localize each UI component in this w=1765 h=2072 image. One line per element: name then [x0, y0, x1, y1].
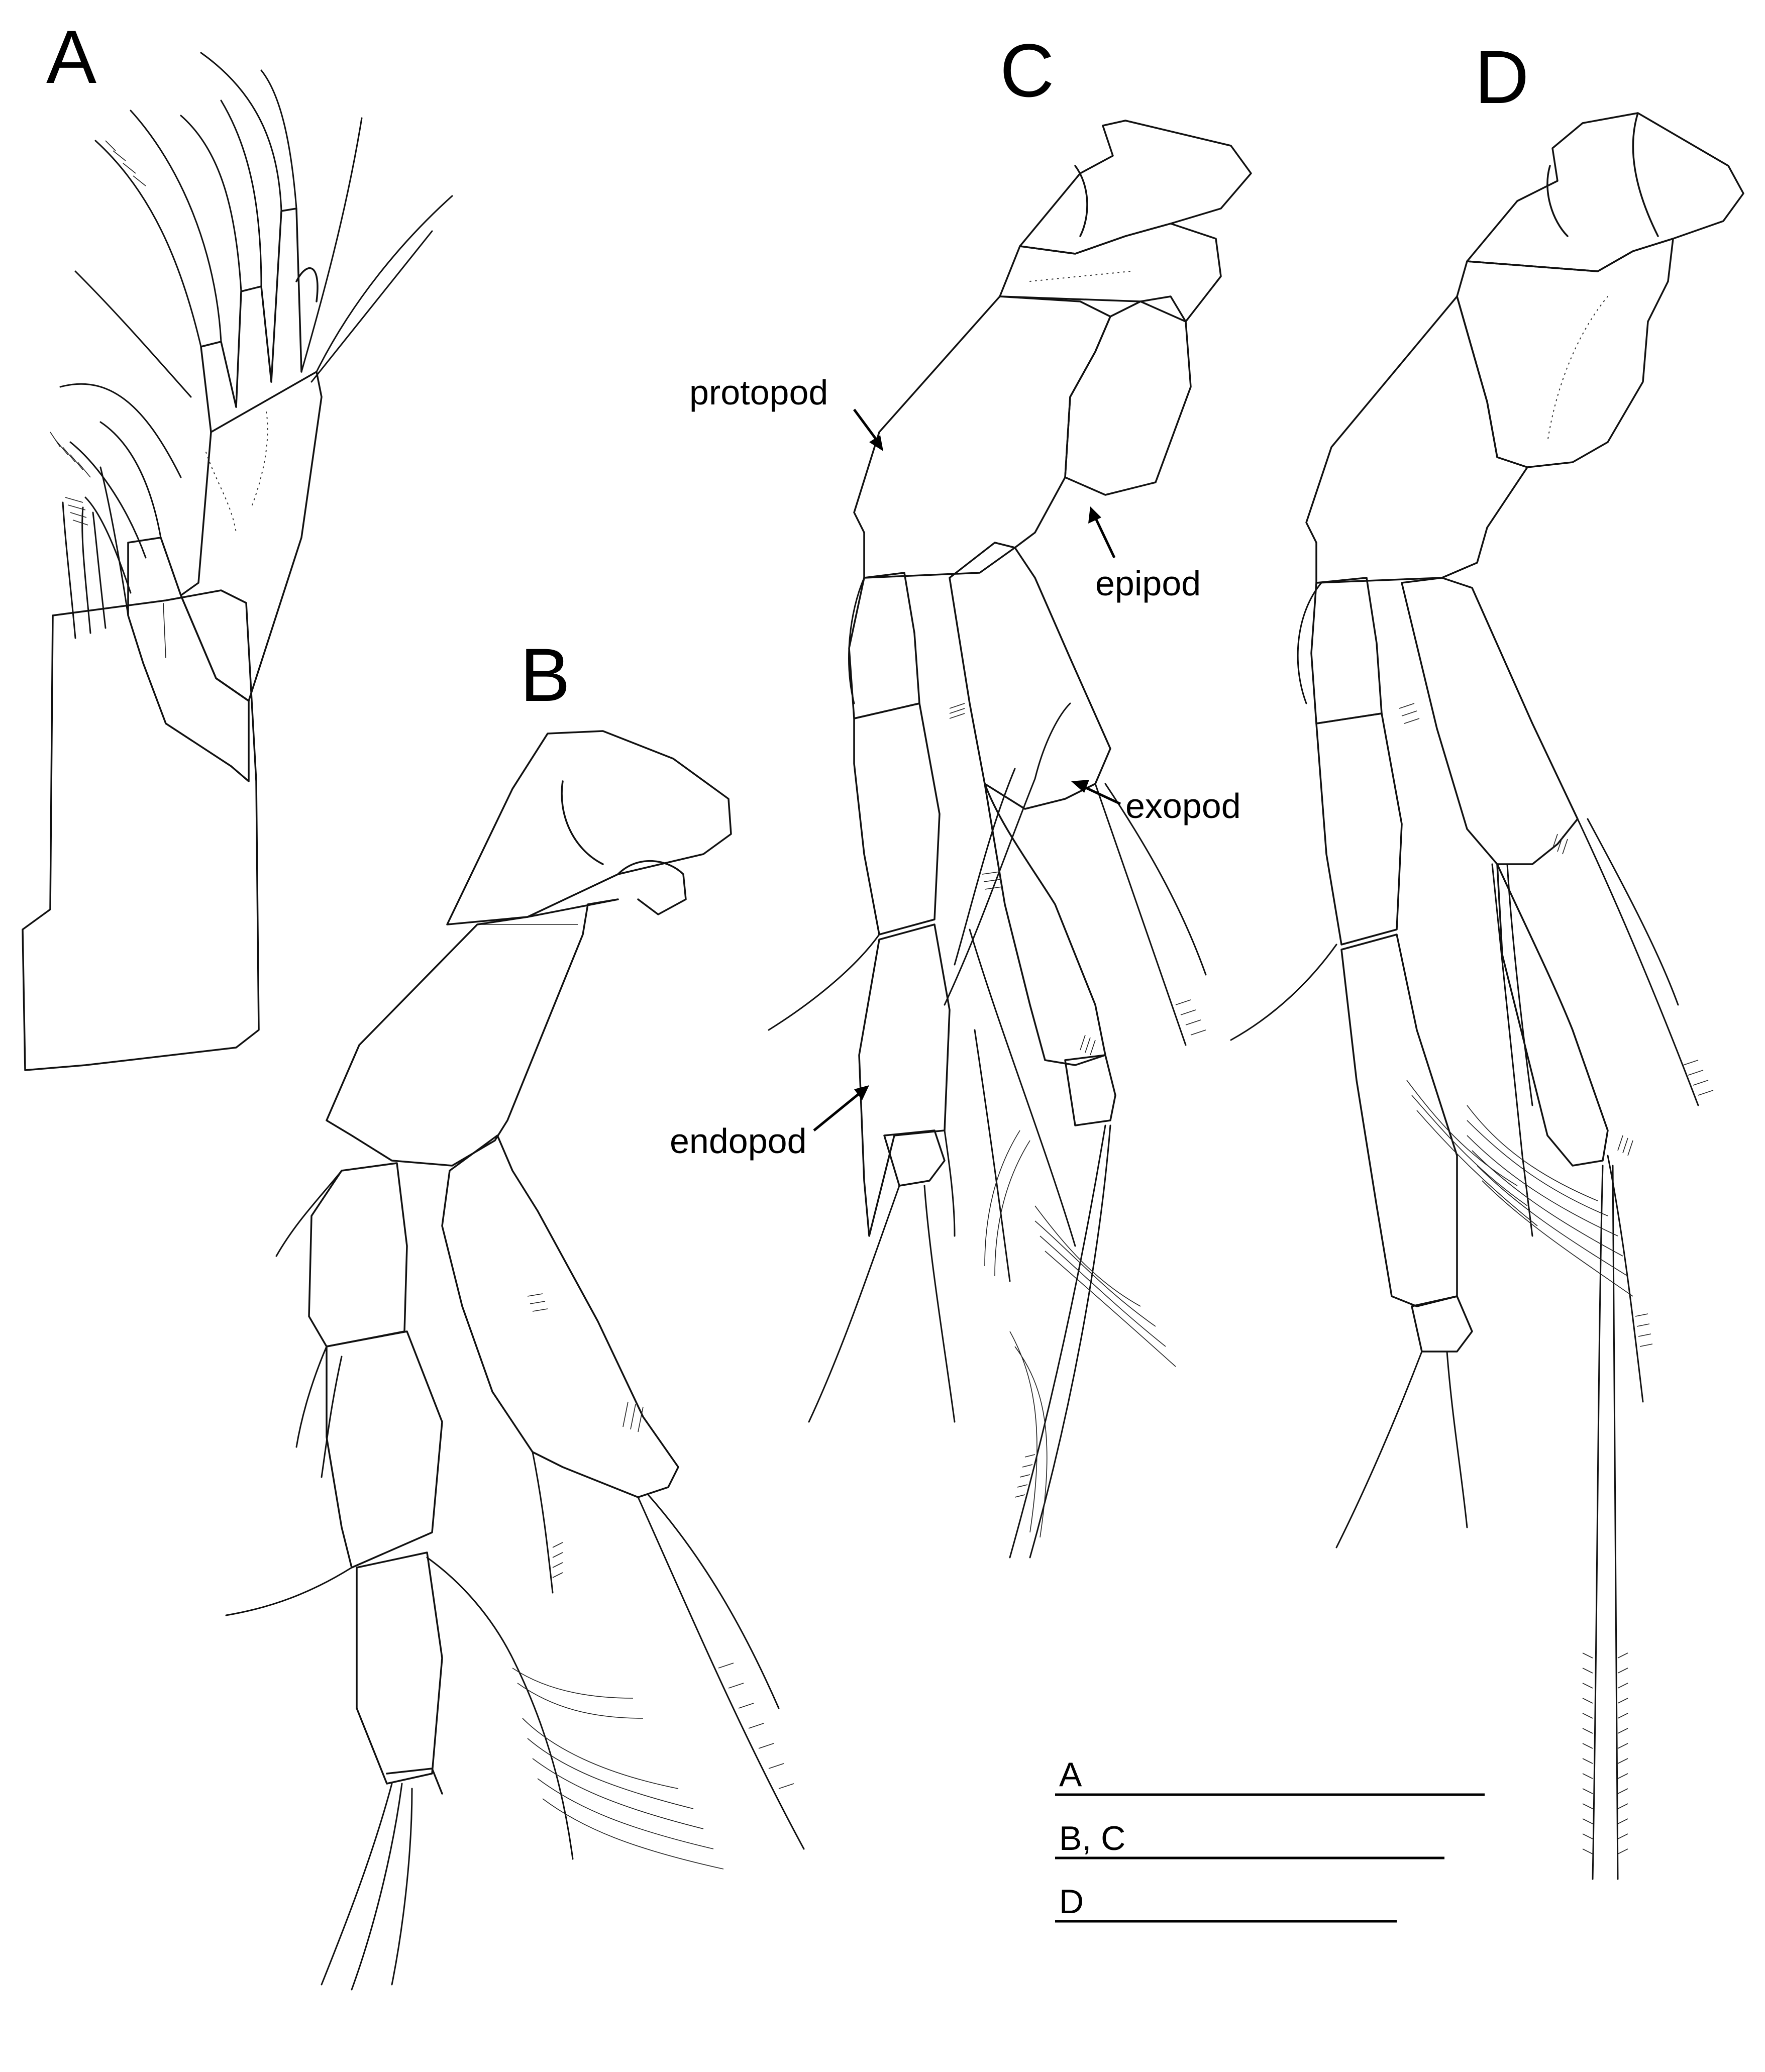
- panel-d-drawing: D: [1230, 35, 1744, 1880]
- label-protopod: protopod: [689, 373, 828, 412]
- panel-b-drawing: B: [225, 633, 805, 1991]
- label-endopod: endopod: [670, 1121, 807, 1161]
- panel-c-letter: C: [1000, 28, 1054, 113]
- label-epipod: epipod: [1095, 564, 1201, 603]
- scale-bar-label-bc: B, C: [1059, 1819, 1125, 1857]
- panel-d-letter: D: [1475, 35, 1529, 119]
- panel-b-letter: B: [520, 633, 570, 717]
- panel-a-drawing: A: [22, 15, 453, 1071]
- panel-c-drawing: C: [670, 28, 1252, 1559]
- scale-bar-label-a: A: [1059, 1755, 1082, 1794]
- scale-bars: A B, C D: [1055, 1755, 1485, 1923]
- scale-bar-label-d: D: [1059, 1883, 1084, 1921]
- label-exopod: exopod: [1125, 786, 1241, 825]
- panel-a-letter: A: [46, 15, 96, 99]
